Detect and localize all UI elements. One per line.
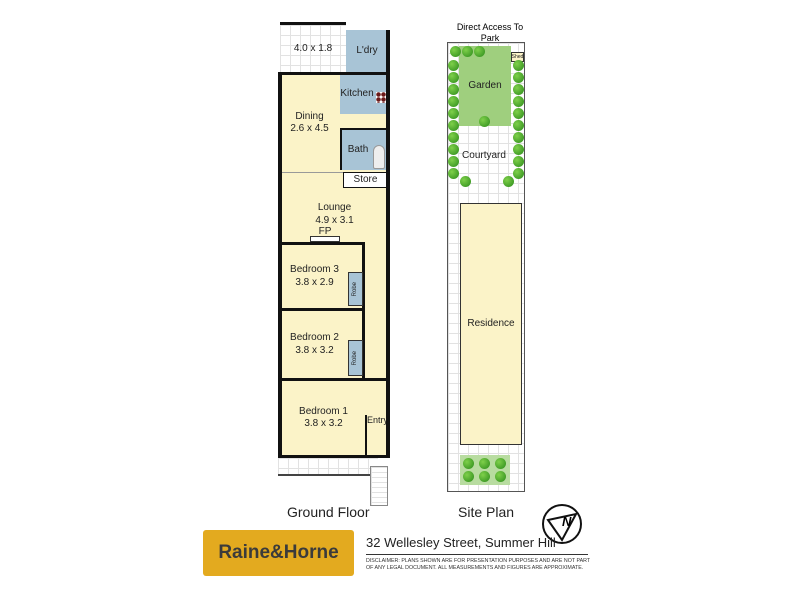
dining-dims: 2.6 x 4.5	[290, 123, 329, 134]
compass-north-label: N	[562, 514, 572, 529]
robe-bedroom-2: Robe	[348, 340, 363, 376]
tree-icon	[448, 72, 459, 83]
garden-label: Garden	[468, 79, 502, 91]
tree-icon	[513, 168, 524, 179]
robe-label: Robe	[351, 350, 358, 366]
robe-bedroom-3: Robe	[348, 272, 363, 306]
site-access-note: Direct Access To Park	[455, 22, 525, 44]
tree-icon	[513, 120, 524, 131]
fireplace-label: FP	[318, 226, 332, 237]
tree-icon	[513, 132, 524, 143]
wall-right	[386, 30, 390, 458]
tree-icon	[448, 132, 459, 143]
tree-icon	[474, 46, 485, 57]
tree-icon	[448, 108, 459, 119]
tree-icon	[460, 176, 471, 187]
shed-label: Shed	[511, 53, 524, 60]
tree-icon	[448, 120, 459, 131]
access-note-text: Direct Access To Park	[456, 22, 524, 43]
bath-label: Bath	[347, 143, 369, 155]
ground-floor-title: Ground Floor	[287, 504, 370, 520]
tree-icon	[462, 46, 473, 57]
wall-top	[278, 72, 388, 75]
laundry-label: L'dry	[356, 44, 378, 56]
bedroom-3-dims: 3.8 x 2.9	[295, 276, 334, 288]
north-compass-icon: N	[542, 504, 582, 544]
tree-icon	[479, 471, 490, 482]
front-steps	[370, 466, 388, 506]
tree-icon	[513, 156, 524, 167]
address: 32 Wellesley Street, Summer Hill	[366, 535, 556, 550]
robe-label: Robe	[351, 281, 358, 297]
laundry: L'dry	[346, 30, 388, 72]
patio-dims: 4.0 x 1.8	[293, 43, 333, 55]
bathtub-icon	[373, 145, 385, 169]
site-plan-title: Site Plan	[458, 504, 515, 520]
hallway	[365, 242, 388, 378]
tree-icon	[463, 471, 474, 482]
fireplace-hearth	[310, 236, 340, 242]
store: Store	[343, 172, 388, 188]
lounge-dims: 4.9 x 3.1	[315, 214, 354, 226]
tree-icon	[450, 46, 461, 57]
tree-icon	[495, 458, 506, 469]
wall-left	[278, 72, 282, 458]
courtyard-label: Courtyard	[462, 149, 506, 161]
tree-icon	[448, 156, 459, 167]
store-label: Store	[353, 173, 378, 185]
garden: Garden	[459, 46, 511, 126]
bedroom-2-label: Bedroom 2	[290, 332, 339, 343]
tree-icon	[495, 471, 506, 482]
brand-logo-text: Raine&Horne	[218, 542, 339, 563]
residence: Residence	[460, 203, 522, 445]
fireplace: FP	[310, 226, 340, 240]
tree-icon	[513, 108, 524, 119]
tree-icon	[479, 116, 490, 127]
tree-icon	[513, 60, 524, 71]
stove-icon	[376, 92, 387, 103]
courtyard: Courtyard	[456, 128, 512, 184]
tree-icon	[513, 144, 524, 155]
bedroom-1-dims: 3.8 x 3.2	[304, 418, 343, 429]
footer-rule	[366, 554, 588, 555]
tree-icon	[448, 168, 459, 179]
front-porch	[278, 458, 378, 476]
entry: Entry	[365, 415, 388, 455]
bedroom-2-dims: 3.8 x 3.2	[295, 344, 334, 356]
tree-icon	[448, 144, 459, 155]
lounge-label: Lounge	[317, 202, 352, 213]
residence-label: Residence	[467, 317, 515, 329]
disclaimer: DISCLAIMER: PLANS SHOWN ARE FOR PRESENTA…	[366, 558, 590, 571]
tree-icon	[513, 96, 524, 107]
tree-icon	[448, 84, 459, 95]
tree-icon	[479, 458, 490, 469]
tree-icon	[448, 60, 459, 71]
tree-icon	[448, 96, 459, 107]
wall-bottom	[278, 455, 390, 458]
tree-icon	[513, 72, 524, 83]
tree-icon	[513, 84, 524, 95]
patio: 4.0 x 1.8	[280, 22, 346, 74]
tree-icon	[463, 458, 474, 469]
kitchen-label: Kitchen	[340, 87, 374, 99]
brand-logo: Raine&Horne	[203, 530, 354, 576]
bedroom-3-label: Bedroom 3	[290, 264, 339, 275]
tree-icon	[503, 176, 514, 187]
entry-label: Entry	[367, 415, 389, 425]
dining-label: Dining	[295, 110, 324, 122]
bedroom-1-label: Bedroom 1	[299, 405, 348, 417]
